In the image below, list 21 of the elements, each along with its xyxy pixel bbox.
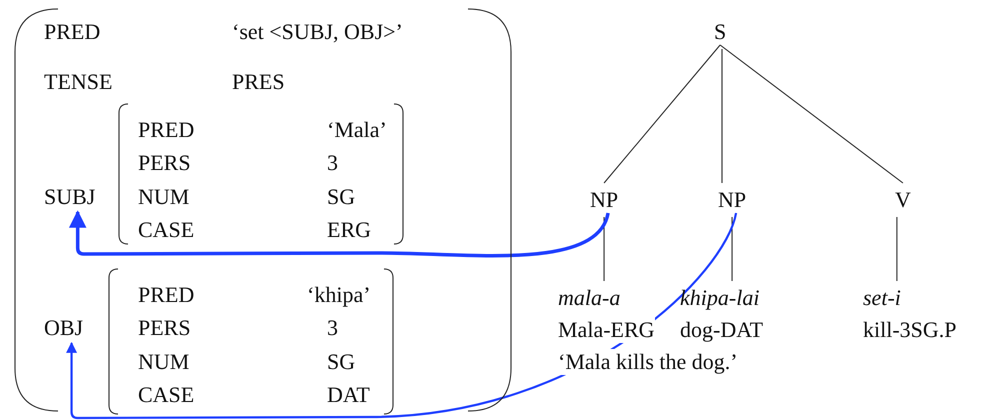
tree-node-label: S (714, 19, 726, 45)
tree-branch (604, 216, 605, 282)
tree-branch (896, 216, 898, 282)
translation-text: ‘Mala kills the dog.’ (558, 349, 738, 375)
f-structure-matrix (118, 103, 404, 245)
feature-label: SUBJ (44, 184, 96, 210)
tree-node-label: V (895, 187, 911, 213)
word-label: set-i (863, 285, 901, 311)
tree-node-label: NP (590, 187, 618, 213)
link-arrow (68, 210, 610, 258)
word-label: mala-a (558, 285, 620, 311)
gloss-text: Mala-ERG (558, 317, 655, 343)
word-label: khipa-lai (680, 285, 760, 311)
f-structure-matrix (14, 8, 512, 412)
feature-label: OBJ (44, 315, 84, 341)
tree-branch (604, 44, 721, 184)
link-arrow (66, 212, 738, 420)
tree-node-label: NP (718, 187, 746, 213)
f-structure-matrix (108, 268, 394, 415)
tree-branch (732, 216, 733, 282)
tree-branch (720, 44, 904, 184)
